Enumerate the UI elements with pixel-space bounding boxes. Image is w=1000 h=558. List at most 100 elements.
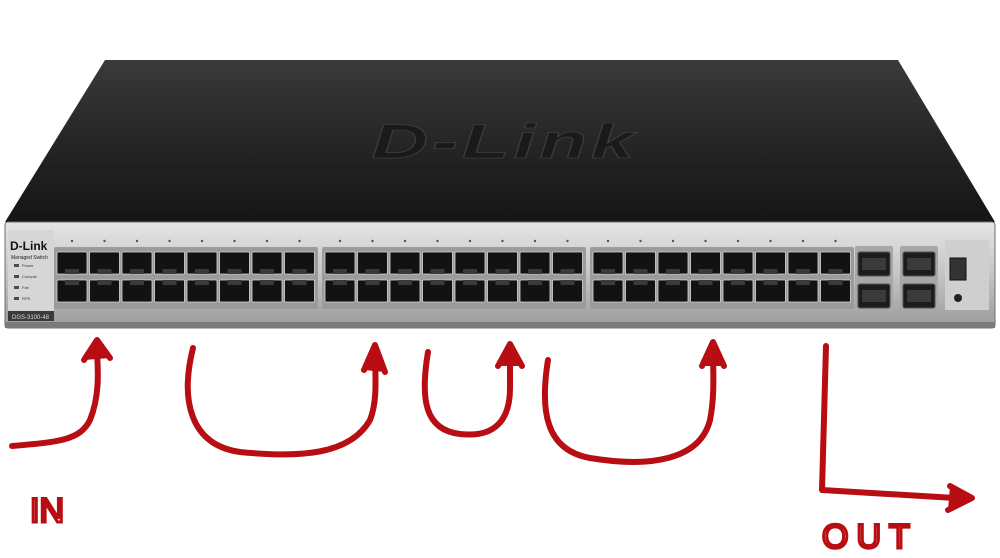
model-label: DGS-3100-48	[12, 315, 50, 321]
port-latch	[430, 269, 445, 274]
model-label-bg	[8, 311, 54, 321]
port-latch	[260, 280, 274, 285]
port-latch	[601, 280, 615, 285]
port-led	[200, 239, 204, 243]
port-led	[371, 239, 374, 243]
port-latch	[698, 269, 713, 274]
status-led	[14, 286, 19, 289]
port-led	[436, 239, 439, 243]
port-led	[403, 239, 407, 243]
port-latch	[633, 269, 648, 274]
port-led	[135, 239, 139, 243]
port-latch	[398, 269, 412, 274]
panel-bottom-edge	[5, 322, 995, 328]
port-latch	[365, 269, 380, 274]
port-latch	[763, 280, 778, 285]
port-latch	[731, 280, 745, 285]
loop-arrow-1-head	[361, 342, 388, 375]
port-latch	[365, 280, 380, 285]
port-latch	[463, 280, 477, 285]
port-latch	[162, 280, 177, 285]
top-embossed-logo: D-Link	[372, 114, 639, 168]
port-latch	[495, 280, 510, 285]
status-led-label: Console	[22, 274, 37, 279]
port-latch	[666, 269, 680, 274]
port-led	[671, 239, 675, 243]
port-latch	[601, 269, 615, 274]
in-arrow-head	[81, 337, 113, 363]
port-led	[533, 239, 537, 243]
port-latch	[828, 269, 843, 274]
port-led	[233, 239, 236, 243]
port-latch	[292, 280, 307, 285]
sfp-cage	[907, 258, 931, 270]
port-latch	[731, 269, 745, 274]
red-annotations	[9, 337, 975, 513]
port-latch	[97, 280, 112, 285]
port-latch	[560, 269, 575, 274]
status-led	[14, 297, 19, 300]
port-latch	[65, 269, 79, 274]
loop-arrow-2	[421, 349, 513, 438]
port-latch	[796, 280, 810, 285]
port-latch	[666, 280, 680, 285]
port-led	[338, 239, 342, 243]
port-led	[801, 239, 805, 243]
port-latch	[130, 280, 144, 285]
loop-arrow-3-head	[699, 339, 727, 369]
port-latch	[633, 280, 648, 285]
port-latch	[528, 280, 542, 285]
port-led	[704, 239, 707, 243]
port-led	[566, 239, 569, 243]
status-led	[14, 264, 19, 267]
port-latch	[195, 280, 209, 285]
port-latch	[333, 269, 347, 274]
port-latch	[333, 280, 347, 285]
port-latch	[763, 269, 778, 274]
port-led	[606, 239, 610, 243]
port-latch	[495, 269, 510, 274]
device-subtitle: Managed Switch	[11, 255, 48, 261]
port-latch	[560, 280, 575, 285]
port-latch	[463, 269, 477, 274]
out-arrow	[819, 343, 958, 501]
loop-arrow-1	[184, 345, 379, 458]
unit-id-display	[949, 257, 967, 281]
port-latch	[65, 280, 79, 285]
out-arrow-head	[945, 483, 975, 513]
sfp-slots	[855, 246, 938, 312]
port-latch	[528, 269, 542, 274]
port-led	[468, 239, 472, 243]
loop-arrow-2-head	[495, 341, 525, 369]
port-led	[70, 239, 74, 243]
port-led	[834, 239, 837, 243]
port-led	[168, 239, 171, 243]
port-led	[298, 239, 301, 243]
port-latch	[698, 280, 713, 285]
status-led	[14, 275, 19, 278]
port-led	[736, 239, 740, 243]
front-logo: D-Link	[10, 239, 48, 253]
port-latch	[227, 280, 242, 285]
port-led	[639, 239, 642, 243]
port-latch	[130, 269, 144, 274]
port-latch	[430, 280, 445, 285]
port-latch	[97, 269, 112, 274]
reset-button[interactable]	[954, 294, 962, 302]
port-led	[103, 239, 106, 243]
sfp-cage	[862, 258, 886, 270]
port-latch	[162, 269, 177, 274]
port-latch	[195, 269, 209, 274]
status-led-label: Fan	[22, 285, 29, 290]
in-arrow	[9, 349, 101, 449]
status-led-label: RPS	[22, 296, 31, 301]
port-latch	[398, 280, 412, 285]
port-latch	[292, 269, 307, 274]
loop-arrow-3	[541, 349, 717, 465]
chassis-top	[5, 60, 995, 222]
sfp-cage	[907, 290, 931, 302]
out-label: OUT	[822, 518, 918, 556]
